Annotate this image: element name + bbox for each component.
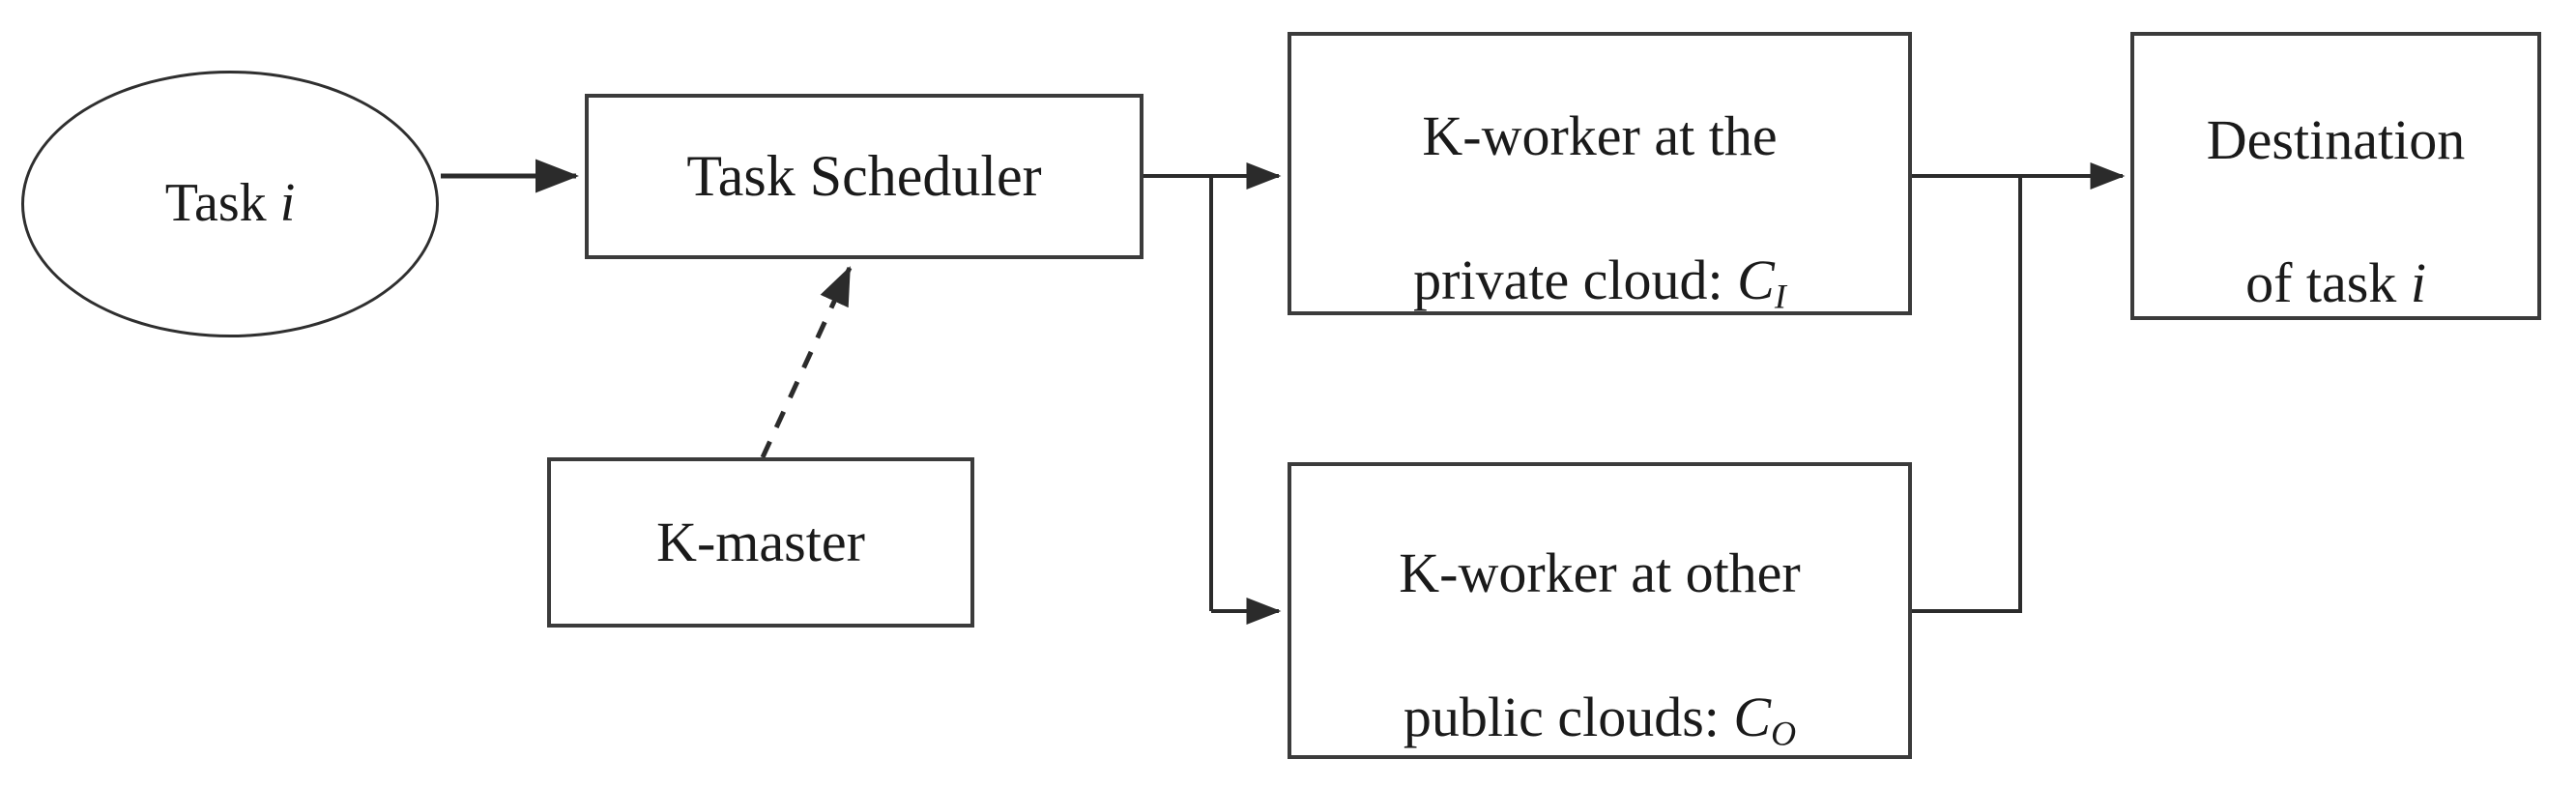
node-task-scheduler[interactable]: Task Scheduler	[585, 94, 1143, 259]
node-k-worker-private[interactable]: K-worker at the private cloud: CI	[1288, 32, 1912, 315]
destination-task-index-italic: i	[2410, 251, 2426, 315]
node-destination[interactable]: Destination of task i	[2130, 32, 2541, 320]
node-k-worker-public[interactable]: K-worker at other public clouds: CO	[1288, 462, 1912, 759]
destination-line1: Destination	[2206, 107, 2466, 171]
k-worker-private-line1: K-worker at the	[1422, 104, 1778, 168]
private-cloud-symbol-subscript: I	[1774, 277, 1786, 316]
public-cloud-symbol-subscript: O	[1771, 714, 1797, 753]
k-worker-public-line1: K-worker at other	[1399, 541, 1801, 605]
k-worker-public-line2: public clouds:	[1403, 685, 1734, 748]
edge-public-to-merge	[1912, 176, 2022, 613]
node-k-worker-private-label: K-worker at the private cloud: CI	[1404, 29, 1796, 318]
private-cloud-symbol-base: C	[1737, 248, 1775, 311]
public-cloud-symbol: CO	[1733, 685, 1796, 752]
destination-line2: of task	[2245, 251, 2411, 315]
edge-scheduler-split-trunk	[1143, 174, 1213, 611]
edge-kmaster-to-scheduler	[760, 266, 853, 459]
private-cloud-symbol: CI	[1737, 248, 1786, 315]
task-index-italic: i	[279, 173, 296, 234]
node-k-master-label: K-master	[656, 510, 865, 573]
node-k-worker-public-label: K-worker at other public clouds: CO	[1389, 466, 1810, 755]
k-worker-private-line2: private cloud:	[1413, 248, 1738, 311]
node-task-scheduler-label: Task Scheduler	[686, 144, 1042, 209]
public-cloud-symbol-base: C	[1733, 685, 1772, 748]
node-destination-label: Destination of task i	[2197, 33, 2475, 320]
node-k-master[interactable]: K-master	[547, 457, 974, 628]
